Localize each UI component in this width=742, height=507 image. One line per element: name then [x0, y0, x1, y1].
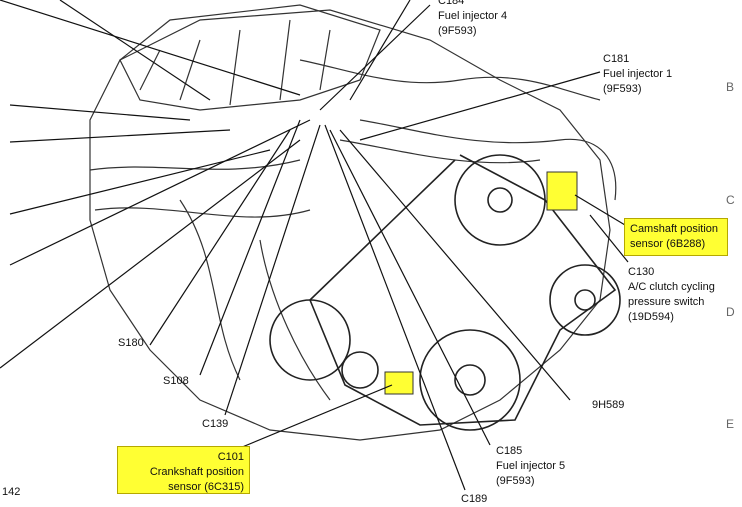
- label-c139: C139: [202, 418, 229, 430]
- label-camshaft-sensor: Camshaft position sensor (6B288): [624, 218, 728, 256]
- c185-name: Fuel injector 5: [496, 460, 566, 472]
- c101-line1: Crankshaft position: [149, 466, 244, 478]
- label-c184: C184 Fuel injector 4 (9F593): [438, 0, 507, 39]
- pulley-crank: [419, 329, 521, 431]
- c184-code: C184: [438, 0, 465, 7]
- crankshaft-sensor-marker: [384, 371, 414, 395]
- margin-letter-b: B: [726, 80, 735, 94]
- intake-manifold: [119, 4, 381, 111]
- c184-part: (9F593): [438, 25, 477, 37]
- pulley-idler: [341, 351, 379, 389]
- c130-line1: A/C clutch cycling: [628, 281, 715, 293]
- c184-name: Fuel injector 4: [438, 10, 508, 22]
- c181-code: C181: [603, 53, 630, 65]
- pulley-top: [454, 154, 546, 246]
- c185-code: C185: [496, 445, 523, 457]
- c185-part: (9F593): [496, 475, 535, 487]
- margin-letter-d: D: [726, 305, 735, 319]
- engine-block-outline: [89, 9, 611, 441]
- camshaft-line1: Camshaft position: [630, 223, 719, 235]
- label-s180: S180: [118, 337, 144, 349]
- pulley-ac: [549, 264, 621, 336]
- pipe-bundle: [359, 119, 617, 201]
- page-number: 142: [2, 486, 21, 498]
- c181-part: (9F593): [603, 83, 642, 95]
- label-9h589: 9H589: [592, 399, 625, 411]
- hose-left: [89, 159, 311, 218]
- c130-code: C130: [628, 266, 655, 278]
- label-s108: S108: [163, 375, 189, 387]
- c130-part: (19D594): [628, 311, 674, 323]
- label-c185: C185 Fuel injector 5 (9F593): [496, 444, 565, 489]
- c101-code: C101: [217, 451, 244, 463]
- drive-belt: [309, 154, 617, 426]
- label-c181: C181 Fuel injector 1 (9F593): [603, 52, 672, 97]
- margin-letter-e: E: [726, 417, 735, 431]
- label-crankshaft-sensor: C101 Crankshaft position sensor (6C315): [117, 446, 250, 494]
- label-c189: C189: [461, 493, 488, 505]
- c130-line2: pressure switch: [628, 296, 705, 308]
- label-c130: C130 A/C clutch cycling pressure switch …: [628, 265, 715, 325]
- camshaft-line2: sensor (6B288): [630, 238, 706, 250]
- c101-line2: sensor (6C315): [168, 481, 244, 493]
- c181-name: Fuel injector 1: [603, 68, 673, 80]
- margin-letter-c: C: [726, 193, 735, 207]
- camshaft-sensor-marker: [546, 171, 578, 211]
